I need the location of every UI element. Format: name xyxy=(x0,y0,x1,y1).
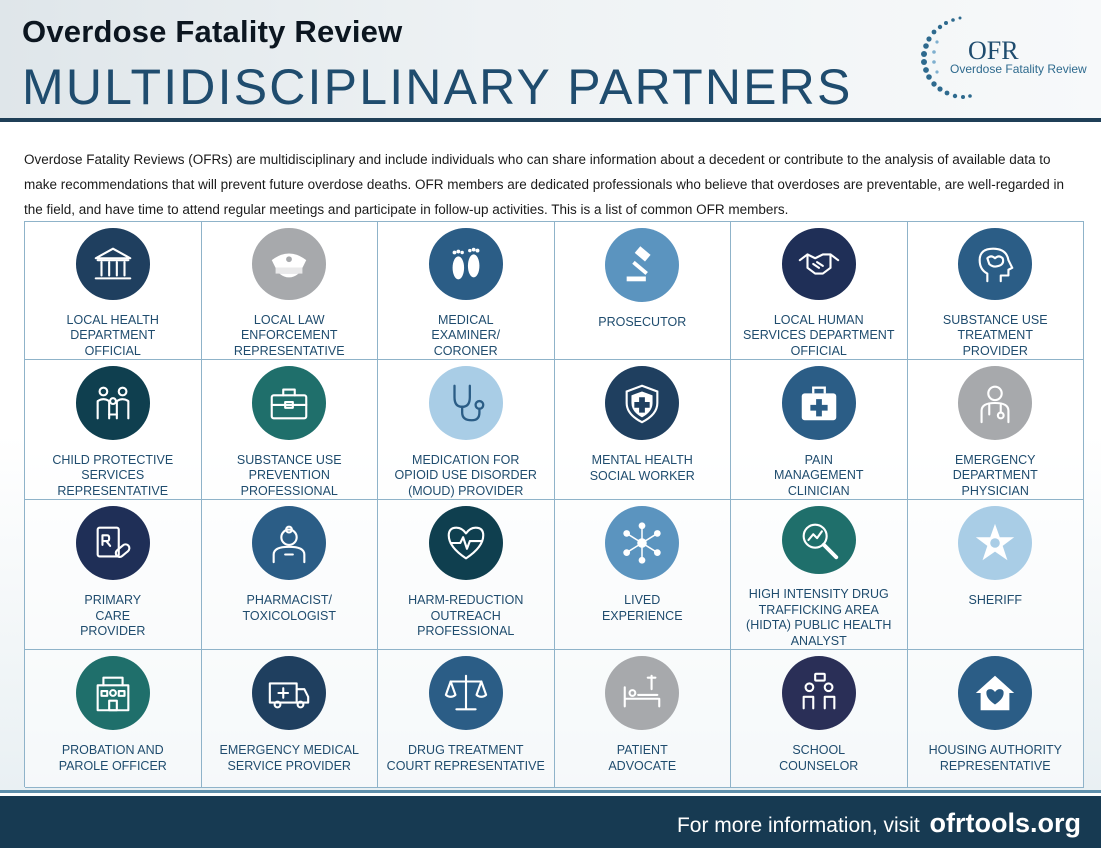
partner-cell: LOCAL LAW ENFORCEMENT REPRESENTATIVE xyxy=(201,222,378,360)
partner-cell: HIGH INTENSITY DRUG TRAFFICKING AREA (HI… xyxy=(731,500,908,650)
sheriff-star-icon xyxy=(958,506,1033,580)
partner-cell: SUBSTANCE USE PREVENTION PROFESSIONAL xyxy=(201,360,378,500)
header: Overdose Fatality Review MULTIDISCIPLINA… xyxy=(0,0,1101,120)
pharmacist-icon xyxy=(252,506,327,580)
logo-abbreviation: OFR xyxy=(968,36,1019,65)
partner-label: MEDICATION FOR OPIOID USE DISORDER (MOUD… xyxy=(394,452,537,498)
partner-cell: EMERGENCY DEPARTMENT PHYSICIAN xyxy=(907,360,1084,500)
partner-cell: LIVED EXPERIENCE xyxy=(554,500,731,650)
partner-cell: SHERIFF xyxy=(907,500,1084,650)
partner-label: HIGH INTENSITY DRUG TRAFFICKING AREA (HI… xyxy=(746,587,892,648)
ambulance-icon xyxy=(252,656,327,730)
partner-label: PRIMARY CARE PROVIDER xyxy=(80,593,146,638)
partner-label: EMERGENCY DEPARTMENT PHYSICIAN xyxy=(952,452,1038,498)
footer-text: For more information, visit ofrtools.org xyxy=(677,808,1081,839)
header-divider xyxy=(0,118,1101,122)
medkit-icon xyxy=(781,366,856,440)
partner-label: DRUG TREATMENT COURT REPRESENTATIVE xyxy=(386,743,545,773)
footer-link[interactable]: ofrtools.org xyxy=(929,808,1081,838)
partner-cell: PRIMARY CARE PROVIDER xyxy=(25,500,202,650)
partner-cell: HOUSING AUTHORITY REPRESENTATIVE xyxy=(907,650,1084,788)
partner-label: LOCAL LAW ENFORCEMENT REPRESENTATIVE xyxy=(233,312,345,358)
partner-cell: HARM-REDUCTION OUTREACH PROFESSIONAL xyxy=(378,500,555,650)
partner-label: SHERIFF xyxy=(968,593,1022,607)
partners-grid: LOCAL HEALTH DEPARTMENT OFFICIAL LOCAL LA… xyxy=(24,221,1084,788)
partner-cell: MEDICATION FOR OPIOID USE DISORDER (MOUD… xyxy=(378,360,555,500)
brain-head-icon xyxy=(958,228,1033,300)
partner-cell: LOCAL HEALTH DEPARTMENT OFFICIAL xyxy=(25,222,202,360)
partner-cell: PATIENT ADVOCATE xyxy=(554,650,731,788)
partner-cell: PHARMACIST/ TOXICOLOGIST xyxy=(201,500,378,650)
footer: For more information, visit ofrtools.org xyxy=(0,796,1101,848)
scales-icon xyxy=(428,656,503,730)
partner-label: SUBSTANCE USE TREATMENT PROVIDER xyxy=(942,312,1048,358)
partner-cell: MENTAL HEALTH SOCIAL WORKER xyxy=(554,360,731,500)
partner-label: CHILD PROTECTIVE SERVICES REPRESENTATIVE xyxy=(52,452,174,498)
handshake-icon xyxy=(781,228,856,300)
partner-label: LOCAL HEALTH DEPARTMENT OFFICIAL xyxy=(66,312,159,358)
partner-label: PAIN MANAGEMENT CLINICIAN xyxy=(773,452,864,498)
heartbeat-icon xyxy=(428,506,503,580)
partner-label: HARM-REDUCTION OUTREACH PROFESSIONAL xyxy=(408,593,524,638)
shield-cross-icon xyxy=(605,366,680,440)
partner-label: LOCAL HUMAN SERVICES DEPARTMENT OFFICIAL xyxy=(743,312,895,358)
stethoscope-icon xyxy=(428,366,503,440)
partner-label: PROSECUTOR xyxy=(598,315,687,329)
partner-cell: CHILD PROTECTIVE SERVICES REPRESENTATIVE xyxy=(25,360,202,500)
network-icon xyxy=(605,506,680,580)
partner-label: LIVED EXPERIENCE xyxy=(601,593,683,623)
counseling-icon xyxy=(781,656,856,730)
house-heart-icon xyxy=(958,656,1033,730)
partner-label: PROBATION AND PAROLE OFFICER xyxy=(58,743,167,773)
partner-cell: PAIN MANAGEMENT CLINICIAN xyxy=(731,360,908,500)
partner-cell: EMERGENCY MEDICAL SERVICE PROVIDER xyxy=(201,650,378,788)
partner-label: PHARMACIST/ TOXICOLOGIST xyxy=(242,593,337,623)
prescription-icon xyxy=(75,506,150,580)
header-title: Overdose Fatality Review xyxy=(22,14,403,49)
partner-cell: MEDICAL EXAMINER/ CORONER xyxy=(378,222,555,360)
partner-label: HOUSING AUTHORITY REPRESENTATIVE xyxy=(928,743,1062,773)
partner-label: MENTAL HEALTH SOCIAL WORKER xyxy=(589,453,695,483)
building-icon xyxy=(75,228,150,300)
partner-cell: LOCAL HUMAN SERVICES DEPARTMENT OFFICIAL xyxy=(731,222,908,360)
logo-subtitle: Overdose Fatality Review xyxy=(950,62,1087,76)
footprints-icon xyxy=(428,228,503,300)
partner-label: PATIENT ADVOCATE xyxy=(608,743,677,773)
police-cap-icon xyxy=(252,228,327,300)
partner-label: SUBSTANCE USE PREVENTION PROFESSIONAL xyxy=(236,452,342,498)
magnifier-chart-icon xyxy=(781,506,856,574)
toolbox-icon xyxy=(252,366,327,440)
footer-prefix: For more information, visit xyxy=(676,814,920,837)
family-icon xyxy=(75,366,150,440)
doctor-icon xyxy=(958,366,1033,440)
page-title: MULTIDISCIPLINARY PARTNERS xyxy=(22,59,853,115)
partner-label: EMERGENCY MEDICAL SERVICE PROVIDER xyxy=(219,743,359,773)
ofr-logo: OFR Overdose Fatality Review xyxy=(912,12,1087,104)
footer-divider xyxy=(0,790,1101,793)
partner-cell: SUBSTANCE USE TREATMENT PROVIDER xyxy=(907,222,1084,360)
office-building-icon xyxy=(75,656,150,730)
partner-cell: DRUG TREATMENT COURT REPRESENTATIVE xyxy=(378,650,555,788)
gavel-icon xyxy=(605,228,680,302)
hospital-bed-icon xyxy=(605,656,680,730)
partner-cell: SCHOOL COUNSELOR xyxy=(731,650,908,788)
partner-label: MEDICAL EXAMINER/ CORONER xyxy=(431,312,501,358)
partner-cell: PROSECUTOR xyxy=(554,222,731,360)
partner-label: SCHOOL COUNSELOR xyxy=(779,743,859,773)
intro-paragraph: Overdose Fatality Reviews (OFRs) are mul… xyxy=(24,152,1065,217)
dotted-ring-icon xyxy=(921,16,972,99)
partner-cell: PROBATION AND PAROLE OFFICER xyxy=(25,650,202,788)
